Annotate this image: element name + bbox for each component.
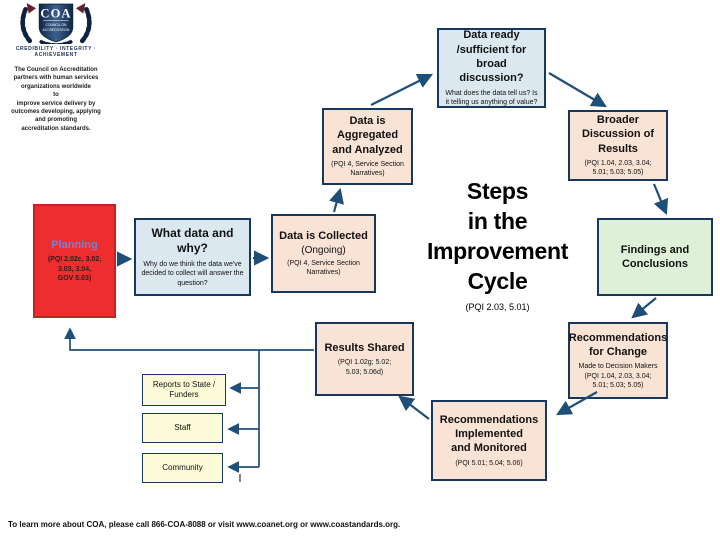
box-staff: Staff [142,413,223,443]
coa-logo-block: COA COUNCIL ON ACCREDITATION Credibility… [0,2,112,133]
page-title-pqi: (PQI 2.03, 5.01) [465,302,530,312]
logo-tagline: Credibility · Integrity · Achievement [15,46,97,58]
box-title: Staff [174,422,191,432]
ribbon-right [75,3,86,14]
box-title: Recommendations for Change [568,331,668,358]
shield [38,3,74,43]
laurel-bottom [39,40,73,44]
box-planning: Planning (PQI 2.02c, 3.02, 3.03, 3.04, G… [33,204,116,318]
box-title: Broader Discussion of Results [581,114,655,155]
box-title: Data is Collected [279,230,368,243]
box-what-data-and-why: What data and why? Why do we think the d… [134,218,251,296]
box-title: Reports to State / Funders [152,379,216,399]
box-broader-discussion: Broader Discussion of Results (PQI 1.04,… [568,110,668,181]
box-title: What data and why? [151,225,234,256]
ribbon-left [26,3,37,14]
box-subtext: Made to Decision Makers (PQI 1.04, 2.03,… [578,363,658,390]
box-community: Community [142,453,223,483]
arrow-data-ready-to-broader [548,72,607,108]
logo-org-line1: COUNCIL ON [46,23,68,27]
logo-acronym: COA [40,7,71,21]
logo-org-line2: ACCREDITATION [43,28,71,32]
box-subtext: (PQI 4, Service Section Narratives) [287,259,360,277]
arrow-findings-to-rec-change [631,297,657,319]
box-data-is-collected: Data is Collected (Ongoing) (PQI 4, Serv… [271,214,376,293]
box-title: Recommendations Implemented and Monitore… [439,413,539,455]
page-title: Steps in the Improvement Cycle (PQI 2.03… [405,176,590,312]
box-subtitle: (Ongoing) [301,244,346,256]
laurel-left [20,6,33,44]
box-subtext: What does the data tell us? Is it tellin… [445,89,538,107]
box-results-shared: Results Shared (PQI 1.02g; 5.02; 5.03; 5… [315,322,414,396]
box-reports-to-state-funders: Reports to State / Funders [142,374,226,406]
box-title: Data is Aggregated and Analyzed [332,115,403,156]
box-data-aggregated-analyzed: Data is Aggregated and Analyzed (PQI 4, … [322,108,413,185]
box-data-ready-sufficient: Data ready /sufficient for broad discuss… [437,28,546,108]
box-subtext: (PQI 4, Service Section Narratives) [331,161,404,178]
coa-shield-logo-icon: COA COUNCIL ON ACCREDITATION [20,3,92,44]
arrow-results-shared-to-planning [64,327,314,351]
footer-contact-line: To learn more about COA, please call 866… [8,520,401,529]
box-title: Community [162,462,203,472]
box-subtext: Why do we think the data we've decided t… [141,260,244,287]
arrow-broader-to-findings [652,183,669,216]
box-subtext: (PQI 5.01; 5.04; 5.06) [455,459,523,467]
arrow-collected-to-aggregated [329,187,344,213]
box-subtext: (PQI 2.02c, 3.02, 3.03, 3.04, GOV 5.03) [47,256,102,283]
box-recommendations-for-change: Recommendations for Change Made to Decis… [568,322,668,399]
arrow-rec-implemented-to-results-shared [398,395,430,420]
laurel-right [79,6,92,44]
mission-statement: The Council on Accreditation partners wi… [11,67,101,132]
page-title-text: Steps in the Improvement Cycle [426,178,569,294]
logo-divider [43,20,69,22]
box-title: Planning [51,239,98,252]
box-title: Data ready /sufficient for broad discuss… [456,29,527,85]
box-recommendations-implemented: Recommendations Implemented and Monitore… [431,400,547,481]
box-subtext: (PQI 1.04, 2.03, 3.04; 5.01; 5.03; 5.05) [584,160,652,177]
box-subtext: (PQI 1.02g; 5.02; 5.03; 5.06d) [337,359,392,376]
box-title: Findings and Conclusions [620,243,690,270]
arrow-aggregated-to-data-ready [370,74,433,106]
box-title: Results Shared [324,341,405,354]
box-findings-conclusions: Findings and Conclusions [597,218,713,296]
